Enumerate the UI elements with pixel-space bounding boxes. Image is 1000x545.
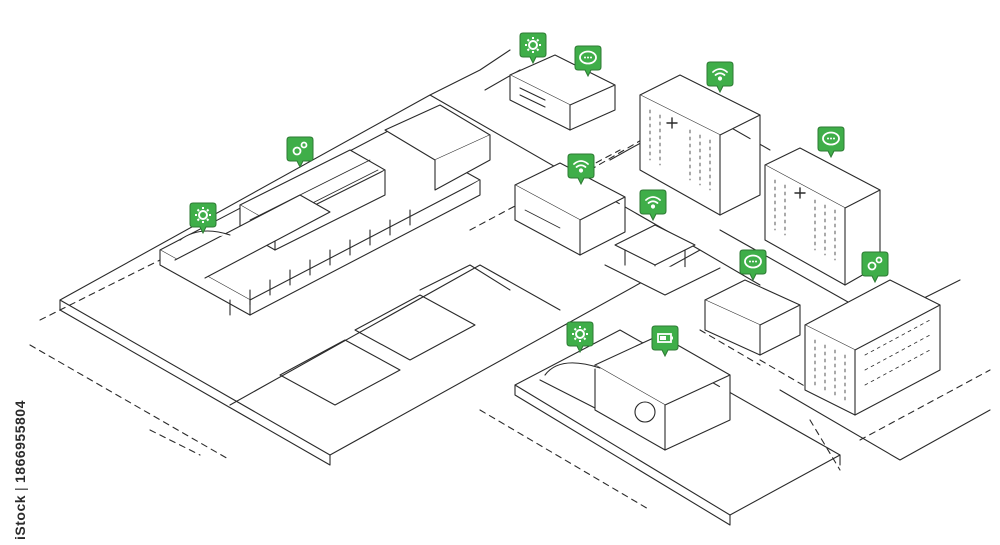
right-small-shop [704, 279, 801, 356]
marker-wifi [639, 189, 667, 221]
settings-gears-icon [867, 256, 883, 271]
marker-settings-gear [566, 321, 594, 353]
battery-icon [657, 333, 673, 343]
cafe-pavilion [604, 224, 721, 296]
image-credit-provider: iStock [12, 494, 28, 540]
wifi-icon [712, 68, 728, 81]
marker-layer [189, 32, 889, 357]
settings-gear-icon [525, 37, 541, 53]
chat-bubble-icon [822, 131, 840, 146]
marker-battery [651, 325, 679, 357]
chat-bubble-icon [744, 254, 762, 269]
marker-settings-gears [861, 251, 889, 283]
bottom-logistics-building [539, 334, 731, 451]
office-tower [804, 279, 941, 416]
chat-bubble-icon [579, 50, 597, 65]
marker-wifi [706, 61, 734, 93]
marker-settings-gear [519, 32, 547, 64]
marker-settings-gear [189, 202, 217, 234]
airport-terminal-building [159, 104, 491, 316]
settings-gear-icon [572, 326, 588, 342]
marker-settings-gears [286, 136, 314, 168]
marker-chat [574, 45, 602, 77]
marker-chat [817, 126, 845, 158]
marker-chat [739, 249, 767, 281]
image-credit-separator: | [12, 486, 28, 491]
center-shop-building [514, 162, 626, 256]
wifi-icon [573, 160, 589, 173]
settings-gear-icon [195, 207, 211, 223]
small-shop-building-top [509, 54, 616, 131]
settings-gears-icon [292, 141, 308, 156]
image-credit-id: 1866955804 [12, 399, 28, 483]
wifi-icon [645, 196, 661, 209]
ground-plane [29, 49, 991, 526]
hospital-building-1 [639, 74, 761, 216]
image-credit-watermark: iStock | 1866955804 [10, 290, 30, 540]
marker-wifi [567, 153, 595, 185]
